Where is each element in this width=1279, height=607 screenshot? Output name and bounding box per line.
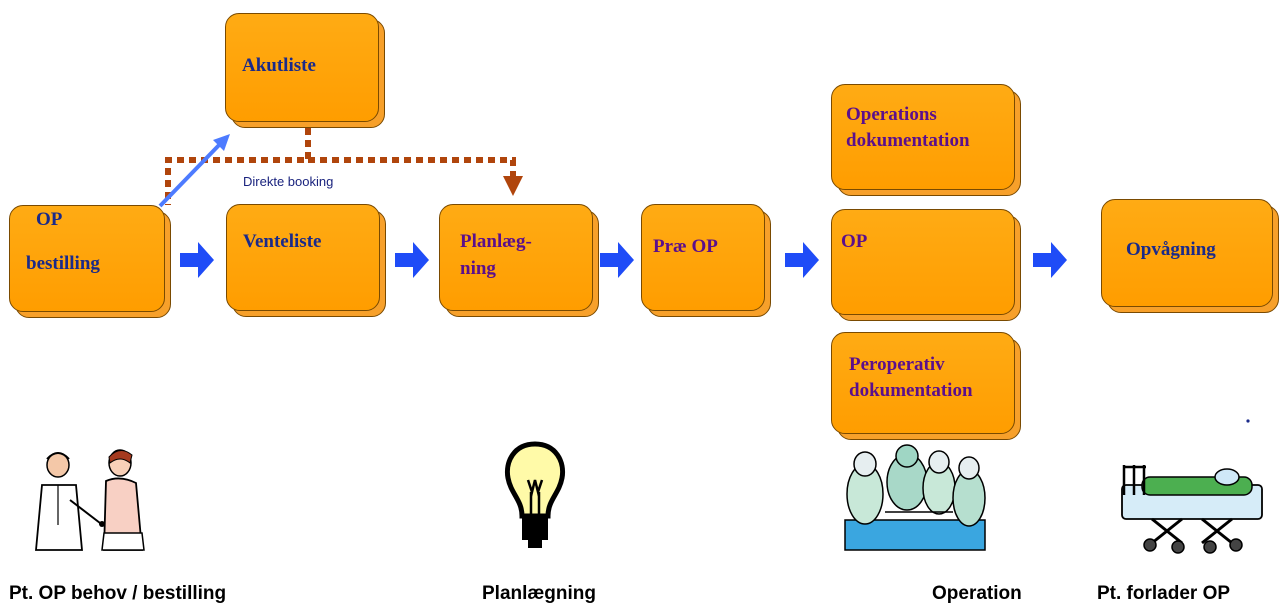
- node-label-line2: bestilling: [26, 253, 100, 274]
- node-op-bestilling: OP bestilling: [9, 205, 171, 318]
- node-label-line1: Peroperativ: [849, 354, 945, 375]
- node-operations-dokumentation: Operations dokumentation: [831, 84, 1021, 196]
- surgery-team-icon: [844, 444, 986, 551]
- node-label: Venteliste: [243, 231, 322, 252]
- node-venteliste: Venteliste: [226, 204, 386, 317]
- node-planlaegning: Planlæg- ning: [439, 204, 599, 317]
- doctor-patient-icon: [35, 449, 145, 551]
- node-label: Opvågning: [1126, 239, 1216, 260]
- node-label-line1: Planlæg-: [460, 231, 532, 252]
- node-label-line2: ning: [460, 258, 496, 279]
- caption-planlaegning: Planlægning: [482, 583, 596, 604]
- caption-operation: Operation: [932, 583, 1022, 604]
- flow-arrow-1: [180, 242, 214, 278]
- hospital-bed-icon: [1121, 465, 1263, 554]
- node-opvaagning: Opvågning: [1101, 199, 1279, 313]
- node-label-line2: dokumentation: [849, 380, 973, 401]
- flow-arrow-2: [395, 242, 429, 278]
- node-label: OP: [841, 231, 868, 252]
- node-label: Akutliste: [242, 55, 316, 76]
- lightbulb-icon: [504, 441, 566, 548]
- node-op: OP: [831, 209, 1021, 321]
- direkte-booking-label: Direkte booking: [243, 174, 334, 189]
- node-prae-op: Præ OP: [641, 204, 771, 317]
- flow-arrow-3: [600, 242, 634, 278]
- flow-arrow-5: [1033, 242, 1067, 278]
- caption-forlader: Pt. forlader OP: [1097, 583, 1231, 604]
- flow-arrow-4: [785, 242, 819, 278]
- node-akutliste: Akutliste: [225, 13, 385, 128]
- caption-bestilling: Pt. OP behov / bestilling: [9, 583, 227, 604]
- node-label-line1: Operations: [846, 104, 937, 125]
- node-label-line2: dokumentation: [846, 130, 970, 151]
- node-peroperativ-dokumentation: Peroperativ dokumentation: [831, 332, 1021, 440]
- node-label: Præ OP: [653, 236, 718, 257]
- direkte-booking-connector: [165, 128, 523, 205]
- node-label-line1: OP: [36, 209, 63, 230]
- akut-arrow: [158, 134, 230, 208]
- dot-marker: [1246, 419, 1250, 423]
